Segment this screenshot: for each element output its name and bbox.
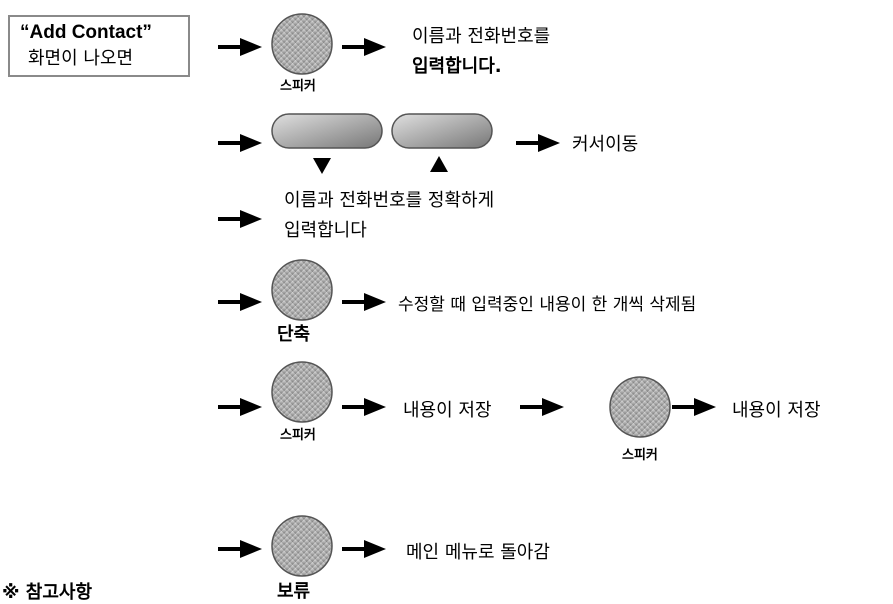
intro-subtitle: 화면이 나오면 [28,48,134,69]
shortcut-button[interactable] [270,258,334,322]
arrow-right-icon [218,540,262,558]
arrow-right-icon [218,38,262,56]
shortcut-caption: 단축 [277,324,311,345]
arrow-right-icon [520,398,564,416]
triangle-down-icon [313,158,331,174]
hold-button[interactable] [270,514,334,578]
arrow-right-icon [672,398,716,416]
arrow-right-icon [218,293,262,311]
arrow-right-icon [516,134,560,152]
intro-title: “Add Contact” [20,22,152,43]
speaker-caption: 스피커 [280,79,316,94]
intro-box: “Add Contact” 화면이 나오면 [8,15,190,77]
step5-result-text: 내용이 저장 [403,400,492,421]
step1-text-line1: 이름과 전화번호를 [412,26,551,47]
arrow-right-icon [218,398,262,416]
speaker-caption-2: 스피커 [622,448,658,463]
nav-down-button[interactable] [270,110,384,152]
step3-text-line1: 이름과 전화번호를 정확하게 [284,190,495,211]
step5-result2-text: 내용이 저장 [732,400,821,421]
arrow-right-icon [342,540,386,558]
triangle-up-icon [430,156,448,172]
step6-result-text: 메인 메뉴로 돌아감 [406,542,550,563]
arrow-right-icon [342,398,386,416]
hold-caption: 보류 [277,581,311,602]
speaker-button[interactable] [270,12,334,76]
arrow-right-icon [342,293,386,311]
speaker-button-2[interactable] [608,375,672,439]
speaker-button[interactable] [270,360,334,424]
step4-result-text: 수정할 때 입력중인 내용이 한 개씩 삭제됨 [398,295,697,315]
step2-result-text: 커서이동 [572,134,639,155]
speaker-caption: 스피커 [280,428,316,443]
footnote: ※ 참고사항 [2,582,93,603]
nav-up-button[interactable] [390,110,494,152]
arrow-right-icon [218,210,262,228]
step3-text-line2: 입력합니다 [284,220,367,241]
arrow-right-icon [342,38,386,56]
step1-text-line2: 입력합니다. [412,56,502,77]
arrow-right-icon [218,134,262,152]
